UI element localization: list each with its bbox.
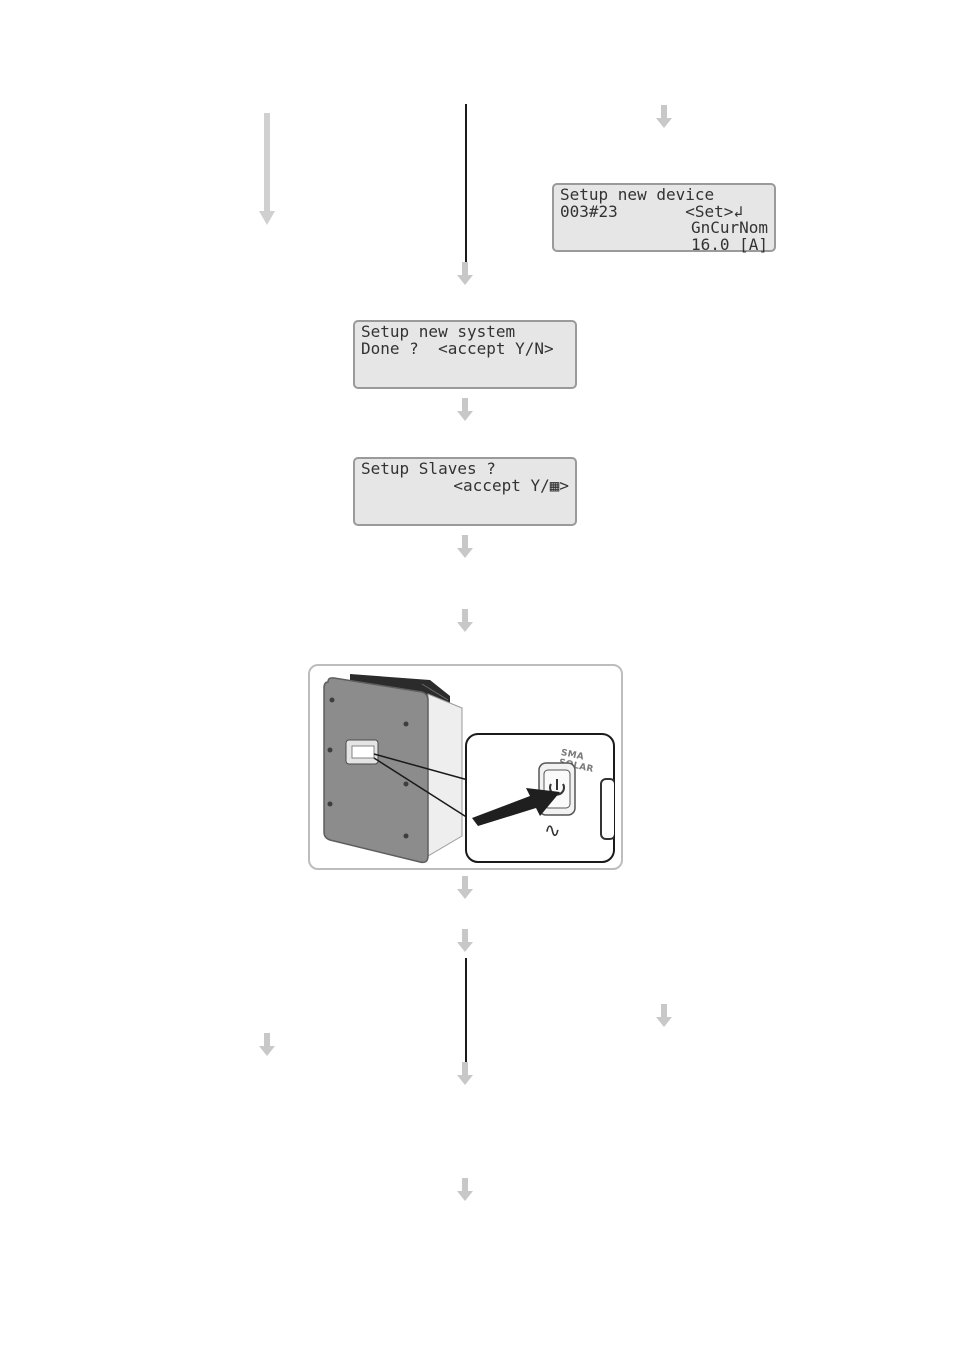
- push-arrow-icon: [472, 788, 560, 826]
- flow-arrow-icon: [656, 1004, 672, 1027]
- ac-sine-icon: ∿: [544, 818, 561, 842]
- flow-arrow-icon: [457, 609, 473, 632]
- device-illustration: SMA SOLAR ∿: [308, 664, 623, 870]
- flow-arrow-icon: [259, 1033, 275, 1056]
- lcd-line: 16.0 [A]: [690, 234, 768, 254]
- side-slot: [600, 778, 614, 840]
- branch-line: [465, 104, 467, 262]
- flow-arrow-icon: [457, 262, 473, 285]
- lcd-line: Setup new device: [560, 185, 715, 204]
- flow-arrow-icon: [457, 535, 473, 558]
- flow-arrow-icon: [457, 929, 473, 952]
- lcd-line: 003#23 <Set>↲: [560, 201, 744, 221]
- flow-arrow-icon: [457, 1178, 473, 1201]
- lcd-line: [361, 494, 569, 511]
- lcd-line: [361, 357, 569, 374]
- branch-line: [465, 958, 467, 1062]
- lcd-line: Setup new system: [361, 322, 516, 341]
- lcd-display-setup-device: Setup new device 003#23 <Set>↲ GnCurNom …: [552, 183, 776, 252]
- flow-arrow-icon: [457, 1062, 473, 1085]
- lcd-line: Done ? <accept Y/N>: [361, 338, 554, 358]
- flow-arrow-icon: [457, 876, 473, 899]
- lcd-line: <accept Y/▦>: [453, 475, 569, 495]
- lcd-line: GnCurNom: [690, 218, 768, 237]
- flow-arrow-icon: [457, 398, 473, 421]
- lcd-line: Setup Slaves ?: [361, 459, 496, 478]
- lcd-display-setup-system: Setup new system Done ? <accept Y/N>: [353, 320, 577, 389]
- lcd-line: [361, 511, 569, 528]
- flow-arrow-icon: [656, 105, 672, 128]
- lcd-line: [361, 374, 569, 391]
- lcd-display-setup-slaves: Setup Slaves ? <accept Y/▦>: [353, 457, 577, 526]
- long-down-arrow-icon: [259, 113, 275, 225]
